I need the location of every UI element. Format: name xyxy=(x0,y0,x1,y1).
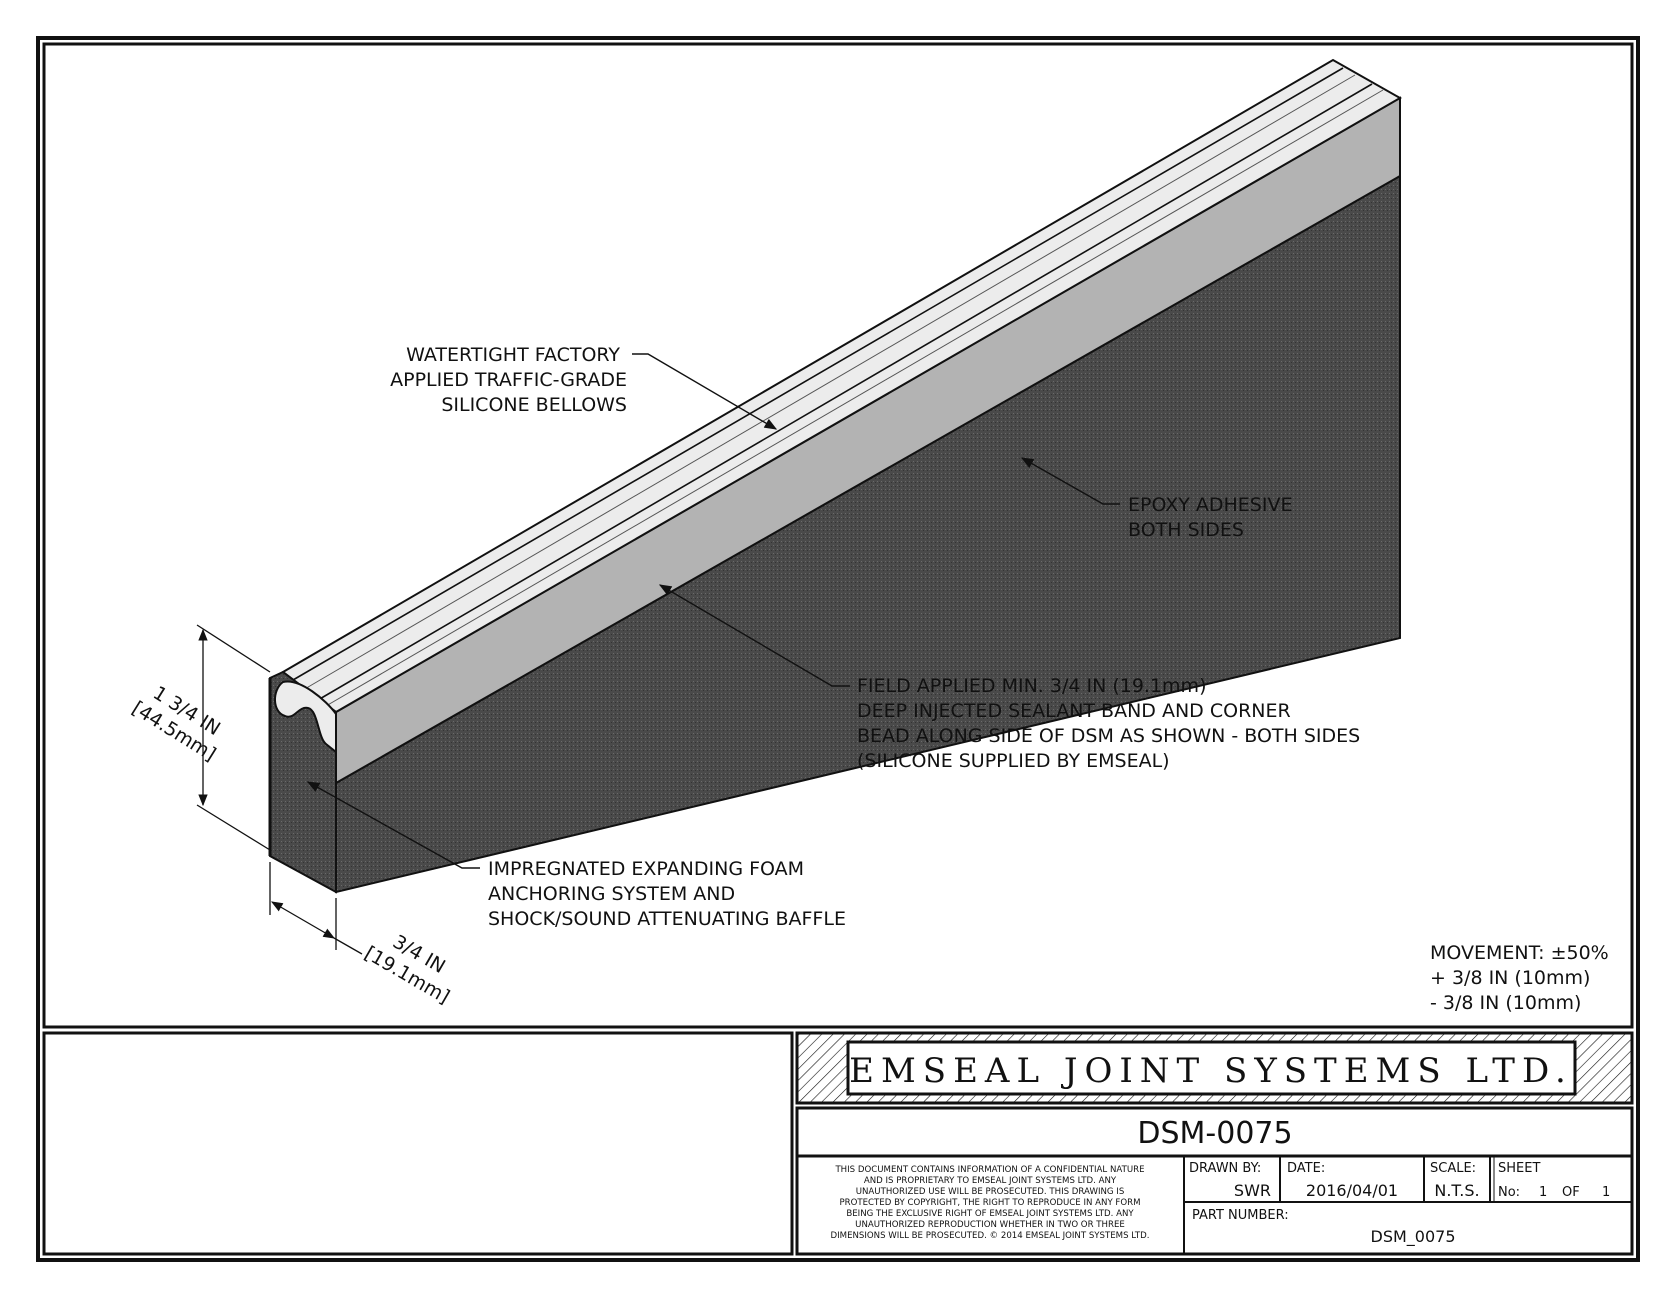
sealant-line-2: DEEP INJECTED SEALANT BAND AND CORNER xyxy=(857,700,1291,722)
svg-text:UNAUTHORIZED REPRODUCTION WHET: UNAUTHORIZED REPRODUCTION WHETHER IN TWO… xyxy=(855,1220,1125,1230)
foam-line-2: ANCHORING SYSTEM AND xyxy=(488,883,735,905)
sheet-label: SHEET xyxy=(1498,1161,1540,1176)
date-label: DATE: xyxy=(1287,1161,1325,1176)
sealant-line-1: FIELD APPLIED MIN. 3/4 IN (19.1mm) xyxy=(857,675,1206,697)
callout-bellows: WATERTIGHT FACTORY APPLIED TRAFFIC-GRADE… xyxy=(390,344,778,430)
sheet-no-value: 1 xyxy=(1539,1185,1547,1200)
movement-line-3: - 3/8 IN (10mm) xyxy=(1430,992,1581,1014)
sealant-line-4: (SILICONE SUPPLIED BY EMSEAL) xyxy=(857,750,1170,772)
height-dimension: 1 3/4 IN [44.5mm] xyxy=(128,624,271,851)
sheet-total-value: 1 xyxy=(1602,1185,1610,1200)
drawn-by-value: SWR xyxy=(1234,1181,1271,1200)
date-value: 2016/04/01 xyxy=(1306,1181,1398,1200)
foam-line-3: SHOCK/SOUND ATTENUATING BAFFLE xyxy=(488,908,846,930)
epoxy-line-2: BOTH SIDES xyxy=(1128,519,1244,541)
company-name: EMSEAL JOINT SYSTEMS LTD. xyxy=(849,1051,1573,1091)
svg-text:AND IS PROPRIETARY TO EMSEAL J: AND IS PROPRIETARY TO EMSEAL JOINT SYSTE… xyxy=(864,1176,1117,1186)
foam-line-1: IMPREGNATED EXPANDING FOAM xyxy=(488,858,804,880)
outer-border xyxy=(36,36,1640,1262)
bellows-line-1: WATERTIGHT FACTORY xyxy=(406,344,620,366)
svg-text:UNAUTHORIZED USE WILL BE PROSE: UNAUTHORIZED USE WILL BE PROSECUTED. THI… xyxy=(856,1187,1125,1197)
sealant-line-3: BEAD ALONG SIDE OF DSM AS SHOWN - BOTH S… xyxy=(857,725,1360,747)
movement-line-2: + 3/8 IN (10mm) xyxy=(1430,967,1590,989)
notes-box xyxy=(42,1031,794,1256)
scale-value: N.T.S. xyxy=(1434,1181,1479,1200)
svg-text:THIS DOCUMENT CONTAINS INFORMA: THIS DOCUMENT CONTAINS INFORMATION OF A … xyxy=(834,1165,1144,1175)
bellows-profile xyxy=(274,680,337,755)
drawing-number: DSM-0075 xyxy=(1137,1116,1292,1151)
callout-sealant: FIELD APPLIED MIN. 3/4 IN (19.1mm) DEEP … xyxy=(658,584,1360,772)
movement-line-1: MOVEMENT: ±50% xyxy=(1430,942,1609,964)
drawing-number-box xyxy=(795,1106,1634,1158)
svg-text:DIMENSIONS WILL BE PROSECUTED.: DIMENSIONS WILL BE PROSECUTED. © 2014 EM… xyxy=(831,1231,1150,1241)
dsm-isometric-part xyxy=(268,58,1403,894)
scale-label: SCALE: xyxy=(1430,1161,1476,1176)
drawing-area-border xyxy=(42,42,1634,1029)
bellows-line-3: SILICONE BELLOWS xyxy=(441,394,627,416)
part-number-value: DSM_0075 xyxy=(1371,1227,1456,1247)
svg-text:PROTECTED BY COPYRIGHT, THE RI: PROTECTED BY COPYRIGHT, THE RIGHT TO REP… xyxy=(839,1198,1140,1208)
part-number-label: PART NUMBER: xyxy=(1192,1208,1289,1223)
callout-epoxy: EPOXY ADHESIVE BOTH SIDES xyxy=(1020,457,1292,541)
callout-foam: IMPREGNATED EXPANDING FOAM ANCHORING SYS… xyxy=(306,781,846,930)
bellows-line-2: APPLIED TRAFFIC-GRADE xyxy=(390,369,627,391)
confidential-notice: THIS DOCUMENT CONTAINS INFORMATION OF A … xyxy=(831,1165,1150,1241)
movement-note: MOVEMENT: ±50% + 3/8 IN (10mm) - 3/8 IN … xyxy=(1430,942,1609,1014)
sheet-no-label: No: xyxy=(1498,1185,1520,1200)
svg-text:BEING THE EXCLUSIVE RIGHT OF E: BEING THE EXCLUSIVE RIGHT OF EMSEAL JOIN… xyxy=(846,1209,1134,1219)
epoxy-line-1: EPOXY ADHESIVE xyxy=(1128,494,1292,516)
title-block: EMSEAL JOINT SYSTEMS LTD. DSM-0075 THIS … xyxy=(795,1031,1634,1256)
sheet-of-label: OF xyxy=(1562,1185,1580,1200)
drawn-by-label: DRAWN BY: xyxy=(1189,1161,1261,1176)
